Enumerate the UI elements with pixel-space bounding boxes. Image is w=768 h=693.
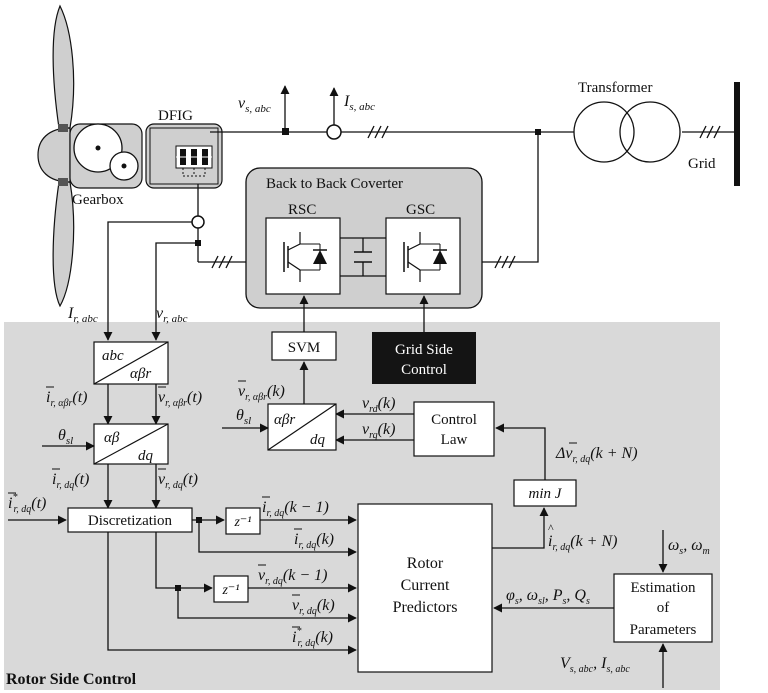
svm-label: SVM	[288, 340, 321, 356]
three-phase-marks	[367, 125, 721, 139]
delta-v-label: Δvr, dq(k + N)	[555, 445, 638, 465]
rotor-hub	[37, 127, 71, 183]
transformer-label: Transformer	[578, 80, 652, 96]
v-r-alpha-beta-k-label: vr, αβr(k)	[238, 383, 285, 403]
svg-text:αβr: αβr	[274, 412, 295, 428]
estimation-block	[613, 573, 713, 643]
svm-block	[271, 331, 337, 361]
estimation-label-2: of	[657, 600, 670, 616]
i-r-dq-k-minus-1-label: ir, dq(k − 1)	[262, 499, 329, 519]
z-inverse-lower-label: z⁻¹	[221, 583, 239, 598]
discretization-block	[67, 507, 193, 533]
wind-turbine	[37, 4, 75, 308]
discretization-label: Discretization	[88, 513, 173, 529]
rotor-current-predictors-block	[357, 503, 493, 673]
predictors-label-2: Current	[401, 577, 450, 594]
theta-sl-left-label: θsl	[58, 427, 73, 447]
rotor-side-control-label: Rotor Side Control	[6, 671, 137, 688]
svg-text:αβr: αβr	[130, 366, 151, 382]
gearbox	[69, 123, 143, 189]
upper-blade	[52, 4, 75, 129]
parameters-label: φs, ωsl, Ps, Qs	[506, 587, 590, 607]
svg-text:αβ: αβ	[104, 430, 120, 446]
grid-side-control-block	[372, 332, 476, 384]
alpha-beta-to-dq-block: αβ dq	[93, 423, 169, 465]
svg-text:dq: dq	[138, 448, 154, 464]
grid-bus	[734, 82, 740, 186]
control-law-block	[413, 401, 495, 457]
dc-link-capacitor	[340, 237, 386, 277]
i-star-dq-k-label: i*r, dq(k)	[292, 626, 333, 649]
abc-to-alpha-beta-block: abc αβr	[93, 341, 169, 385]
gsc-switch	[385, 217, 461, 295]
measurement-inputs-label: Vs, abc, Is, abc	[560, 655, 630, 675]
svg-text:^: ^	[548, 521, 554, 535]
gsc-label: GSC	[406, 202, 435, 218]
i-r-alpha-beta-t-label: ir, αβr(t)	[46, 389, 87, 409]
v-rq-k-label: vrq(k)	[362, 421, 395, 441]
v-rd-k-label: vrd(k)	[362, 395, 395, 415]
v-r-dq-k-minus-1-label: vr, dq(k − 1)	[258, 567, 327, 587]
svg-text:dq: dq	[310, 432, 326, 448]
min-j-block	[513, 479, 577, 507]
i-hat-label: ir, dq(k + N)	[548, 533, 617, 553]
control-law-label-2: Law	[441, 432, 468, 448]
predictors-label-1: Rotor	[407, 555, 444, 572]
i-r-dq-t-label: ir, dq(t)	[52, 471, 89, 491]
i-star-dq-t-label: i*r, dq(t)	[8, 492, 46, 515]
v-r-abc-label: vr, abc	[156, 305, 188, 325]
i-r-abc-label: Ir, abc	[67, 305, 98, 325]
estimation-label-1: Estimation	[631, 580, 696, 596]
grid-label: Grid	[688, 156, 716, 172]
svg-text:abc: abc	[102, 348, 124, 364]
v-r-alpha-beta-t-label: vr, αβr(t)	[158, 389, 202, 409]
v-s-abc-label: vs, abc	[238, 95, 271, 115]
z-inverse-block-lower	[213, 575, 249, 603]
converter-title: Back to Back Coverter	[266, 176, 403, 192]
transformer	[573, 101, 681, 163]
z-inverse-upper-label: z⁻¹	[233, 515, 251, 530]
min-j-label: min J	[529, 486, 563, 502]
i-s-abc-label: Is, abc	[343, 93, 375, 113]
grid-side-control-label: Grid Side	[395, 342, 453, 358]
rsc-switch	[265, 217, 341, 295]
dfig-machine	[145, 123, 223, 189]
i-r-dq-k-label: ir, dq(k)	[294, 531, 334, 551]
theta-sl-right-label: θsl	[236, 407, 251, 427]
gearbox-label: Gearbox	[72, 192, 124, 208]
z-inverse-block-upper	[225, 507, 261, 535]
v-r-dq-k-label: vr, dq(k)	[292, 597, 335, 617]
dfig-label: DFIG	[158, 108, 193, 124]
grid-side-control-label-2: Control	[401, 362, 447, 378]
estimation-label-3: Parameters	[630, 622, 697, 638]
rsc-label: RSC	[288, 202, 316, 218]
v-r-dq-t-label: vr, dq(t)	[158, 471, 198, 491]
predictors-label-3: Predictors	[393, 599, 458, 616]
dq-to-alpha-beta-block: αβr dq	[267, 403, 337, 451]
omega-inputs-label: ωs, ωm	[668, 537, 710, 557]
lower-blade	[52, 181, 75, 308]
control-law-label-1: Control	[431, 412, 477, 428]
